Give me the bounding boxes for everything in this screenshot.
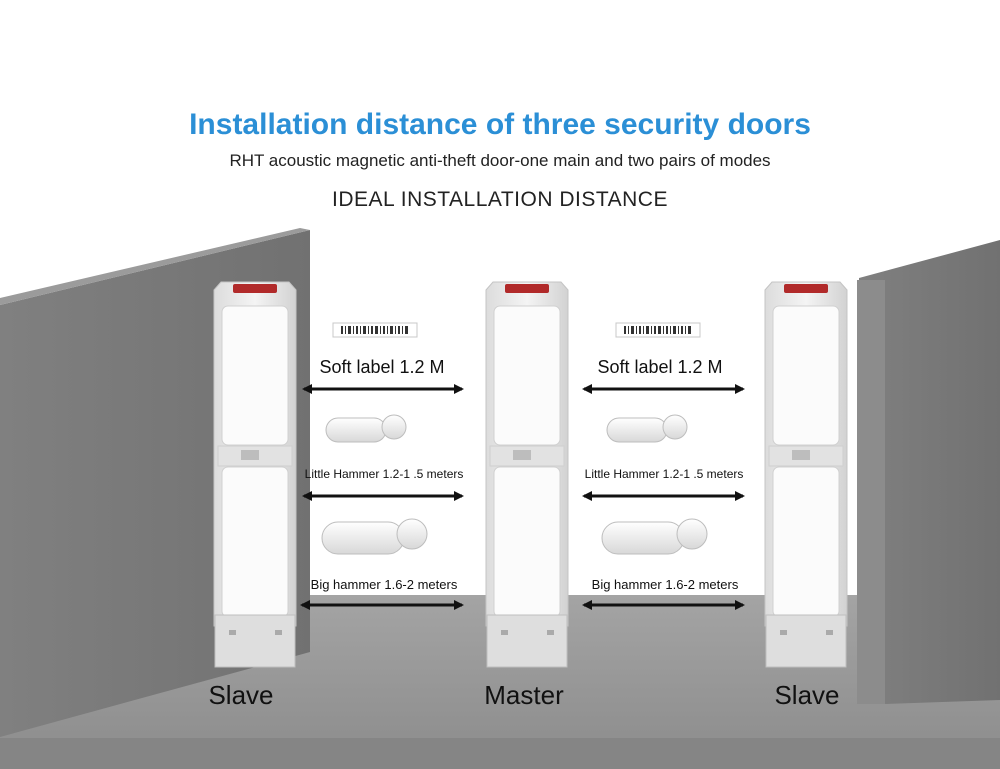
floor-edge — [0, 738, 1000, 769]
big-hammer-tag-icon — [321, 518, 428, 555]
right-wall-edge — [857, 280, 885, 704]
soft-label-tag-icon — [332, 322, 418, 338]
gate-label-master: Master — [484, 680, 564, 710]
slave-right-gate — [764, 281, 848, 668]
little-hammer-tag-icon — [606, 414, 688, 443]
little-hammer-distance-2: Little Hammer 1.2-1 .5 meters — [585, 467, 744, 481]
section-heading: IDEAL INSTALLATION DISTANCE — [332, 188, 668, 211]
left-wall-top — [0, 228, 310, 305]
page-title: Installation distance of three security … — [189, 108, 811, 141]
gate-label-slave-left: Slave — [208, 680, 273, 710]
right-wall — [859, 240, 1000, 704]
big-hammer-distance-1: Big hammer 1.6-2 meters — [311, 577, 458, 592]
soft-label-distance-2: Soft label 1.2 M — [597, 357, 722, 377]
master-gate — [485, 281, 569, 668]
soft-label-tag-icon — [615, 322, 701, 338]
big-hammer-distance-2: Big hammer 1.6-2 meters — [592, 577, 739, 592]
soft-label-distance-1: Soft label 1.2 M — [319, 357, 444, 377]
little-hammer-distance-1: Little Hammer 1.2-1 .5 meters — [305, 467, 464, 481]
page-subtitle: RHT acoustic magnetic anti-theft door-on… — [229, 151, 771, 170]
little-hammer-tag-icon — [325, 414, 407, 443]
gate-label-slave-right: Slave — [774, 680, 839, 710]
big-hammer-tag-icon — [601, 518, 708, 555]
slave-left-gate — [213, 281, 297, 668]
